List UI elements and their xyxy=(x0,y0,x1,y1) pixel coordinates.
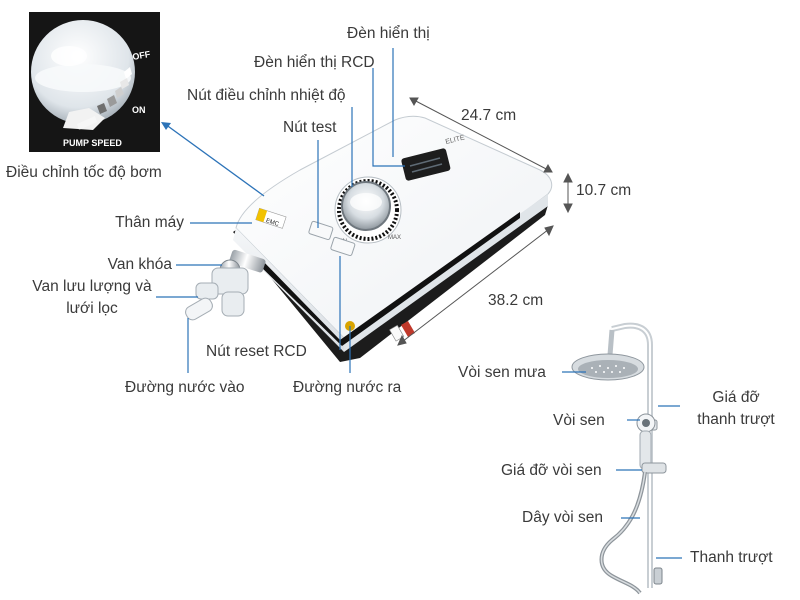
inset-on-text: ON xyxy=(132,105,146,115)
reset-button-shape xyxy=(330,236,356,257)
leader-lines xyxy=(156,48,682,559)
dimension-depth: 10.7 cm xyxy=(576,182,632,199)
label-flow-valve-line1: Van lưu lượng và xyxy=(32,278,152,295)
valve-assembly xyxy=(185,249,266,321)
label-reset-button: Nút reset RCD xyxy=(206,343,307,360)
label-rain-shower: Vòi sen mưa xyxy=(458,364,546,381)
dimension-lines xyxy=(397,97,573,346)
label-pump-speed-control: Điều chỉnh tốc độ bơm xyxy=(6,164,162,181)
shower-set xyxy=(571,322,667,595)
dimension-height: 38.2 cm xyxy=(488,292,544,309)
label-lock-valve: Van khóa xyxy=(107,256,172,273)
label-slide-bracket-line2: thanh trượt xyxy=(697,411,775,428)
pump-speed-inset: OFF ON PUMP SPEED xyxy=(29,12,160,152)
knob-max-text: MAX xyxy=(388,235,401,241)
label-water-out: Đường nước ra xyxy=(293,379,402,396)
display-window xyxy=(401,148,451,181)
shower-holder-shape xyxy=(641,462,667,474)
brand-logo-text: ELITE xyxy=(445,134,466,146)
label-shower-holder: Giá đỡ vòi sen xyxy=(501,462,602,479)
label-test-button: Nút test xyxy=(283,119,337,136)
label-hand-shower: Vòi sen xyxy=(553,412,605,429)
dimension-width: 24.7 cm xyxy=(461,107,517,124)
inset-pointer-line xyxy=(164,123,265,197)
inset-off-text: OFF xyxy=(132,49,152,62)
brand-badge-text: EMC xyxy=(265,218,280,228)
water-heater-body: MIN MAX ELITE EMC xyxy=(233,115,553,362)
label-shower-hose: Dây vòi sen xyxy=(522,509,603,526)
label-temperature-knob: Nút điều chỉnh nhiệt độ xyxy=(187,87,346,104)
pump-speed-dial-illustration: OFF ON PUMP SPEED xyxy=(29,12,160,152)
inset-pump-speed-text: PUMP SPEED xyxy=(63,138,122,148)
label-slide-bar: Thanh trượt xyxy=(690,549,773,566)
label-slide-bracket-line1: Giá đỡ xyxy=(712,389,760,406)
label-body: Thân máy xyxy=(115,214,184,231)
label-rcd-light: Đèn hiển thị RCD xyxy=(254,54,375,71)
test-button-shape xyxy=(308,220,334,241)
label-display-light: Đèn hiển thị xyxy=(347,25,430,42)
shower-hose-shape xyxy=(599,471,647,595)
label-flow-valve-line2: lưới lọc xyxy=(66,300,118,317)
label-water-in: Đường nước vào xyxy=(125,379,245,396)
